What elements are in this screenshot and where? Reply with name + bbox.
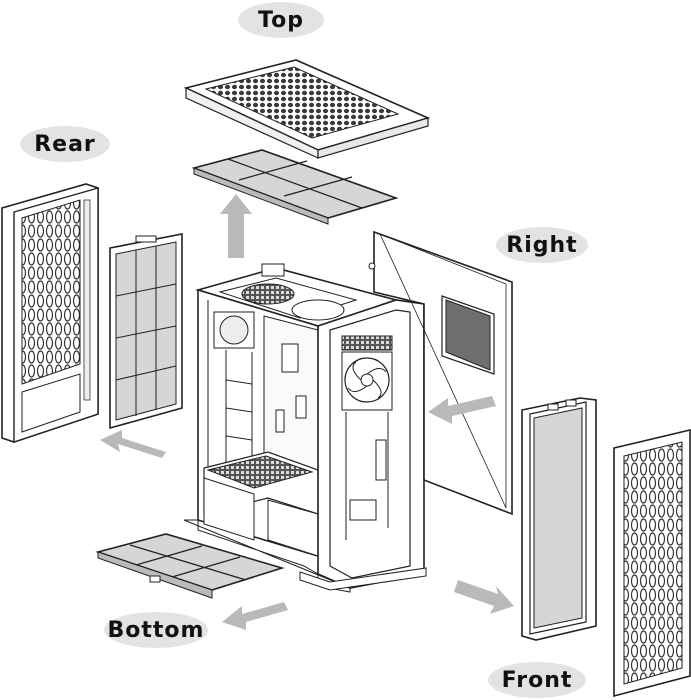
top-panel bbox=[183, 59, 431, 159]
label-rear-text: Rear bbox=[34, 131, 96, 157]
label-front-text: Front bbox=[501, 667, 573, 693]
label-bottom: Bottom bbox=[104, 612, 208, 648]
arrow-right-panel bbox=[428, 396, 496, 424]
arrow-up bbox=[220, 194, 252, 258]
bottom-dust-filter bbox=[95, 533, 285, 599]
label-right-text: Right bbox=[506, 232, 578, 258]
arrow-bottom bbox=[222, 602, 288, 630]
label-right: Right bbox=[496, 227, 588, 263]
right-side-panel bbox=[368, 230, 513, 516]
front-frame bbox=[521, 397, 597, 641]
arrow-rear bbox=[100, 430, 166, 458]
label-top: Top bbox=[238, 2, 324, 38]
label-top-text: Top bbox=[258, 7, 304, 33]
front-mesh-panel bbox=[613, 428, 691, 698]
case-chassis bbox=[183, 263, 427, 593]
rear-panel bbox=[1, 183, 99, 443]
top-dust-filter bbox=[191, 149, 399, 225]
label-bottom-text: Bottom bbox=[107, 617, 205, 643]
label-front: Front bbox=[488, 662, 586, 698]
label-rear: Rear bbox=[20, 126, 110, 162]
arrow-front bbox=[454, 580, 514, 614]
rear-dust-filter bbox=[109, 233, 183, 430]
